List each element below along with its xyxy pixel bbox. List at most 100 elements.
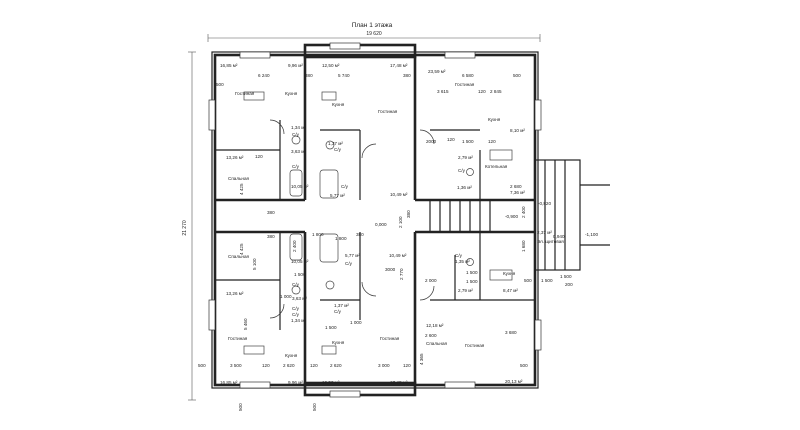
room-label: 9,96 м² <box>288 63 303 68</box>
dimension-label: 1 800 <box>335 236 347 241</box>
dimension-label: 1 500 <box>294 272 306 277</box>
dimension-label: 1 800 <box>312 232 324 237</box>
room-label: Спальная <box>228 254 250 259</box>
room-label: Кухня <box>503 271 516 276</box>
dimension-label: 6 240 <box>258 73 270 78</box>
windows <box>208 42 542 398</box>
dimension-label: 3 500 <box>230 363 242 368</box>
dimension-label: 3 680 <box>505 330 517 335</box>
room-label: 13,26 м² <box>226 291 244 296</box>
dimension-label: 4 365 <box>419 353 424 365</box>
room-label: Котельная <box>485 164 508 169</box>
room-label: С/у <box>292 312 300 317</box>
room-label: Кухня <box>285 353 298 358</box>
room-label: Спальная <box>228 176 250 181</box>
room-label: 9,96 м² <box>288 380 303 385</box>
room-label: 5,77 м² <box>330 193 345 198</box>
room-label: С/у <box>292 306 300 311</box>
room-label: Эл. щитовая <box>537 239 564 244</box>
dimension-label: 2000 <box>426 139 437 144</box>
room-label: 1,34 м² <box>291 318 306 323</box>
room-label: С/у <box>292 164 300 169</box>
room-label: С/у <box>292 132 300 137</box>
room-label: 8,10 м² <box>510 128 525 133</box>
room-label: 17,48 м² <box>390 63 408 68</box>
fixtures <box>243 91 513 355</box>
dimension-label: 2 845 <box>490 89 502 94</box>
room-label: С/у <box>345 261 353 266</box>
dimension-label: 380 <box>403 73 411 78</box>
room-label: 10,05 м² <box>291 184 309 189</box>
room-label: 16,85 м² <box>220 380 238 385</box>
overall-width-dimension: 19 620 <box>207 31 541 42</box>
dimension-label: 380 <box>406 210 411 218</box>
room-label: Кухня <box>285 91 298 96</box>
dimension-label: 500 <box>513 73 521 78</box>
dimension-label: 1 000 <box>350 320 362 325</box>
room-label: 10,49 м² <box>390 192 408 197</box>
dimension-label: 0,940 <box>553 234 565 239</box>
dimension-label: 380 <box>267 234 275 239</box>
dimension-label: 1 500 <box>466 279 478 284</box>
dimension-label: 3000 <box>385 267 396 272</box>
room-label: 3,63 м² <box>292 296 307 301</box>
dimension-label: 120 <box>478 89 486 94</box>
dimension-label: 2 770 <box>399 268 404 280</box>
dimension-label: 120 <box>488 139 496 144</box>
level-marks: 0,000 -0,900 -0,820 -1,100 <box>375 201 598 237</box>
room-label: С/у <box>458 168 466 173</box>
dimension-label: 1 680 <box>521 240 526 252</box>
room-label: 20,13 м² <box>505 379 523 384</box>
dimension-label: 2 400 <box>521 206 526 218</box>
room-label: Гостиная <box>228 336 248 341</box>
room-label: 1,36 м² <box>457 185 472 190</box>
dimension-label: 120 <box>310 363 318 368</box>
room-label: 5,77 м² <box>345 253 360 258</box>
outer-walls <box>211 43 539 397</box>
central-stair <box>429 199 491 233</box>
dimension-label: 2 680 <box>510 184 522 189</box>
room-label: 12,50 м² <box>322 380 340 385</box>
room-label: 1,34 м² <box>291 125 306 130</box>
dimension-label: 500 <box>312 403 317 411</box>
room-label: 2,79 м² <box>458 288 473 293</box>
dimension-label: 4 425 <box>239 243 244 255</box>
dimension-label: 1 500 <box>325 325 337 330</box>
dimension-label: 500 <box>238 403 243 411</box>
room-label: 12,50 м² <box>322 63 340 68</box>
room-label: 16,85 м² <box>220 63 238 68</box>
room-label: Гостиная <box>380 336 400 341</box>
room-label: С/у <box>455 253 463 258</box>
room-label: 1,35 м² <box>455 259 470 264</box>
room-label: 17,48 м² <box>390 380 408 385</box>
overall-height-dimension: 21 270 <box>182 51 196 401</box>
room-label: С/у <box>334 309 342 314</box>
room-label: С/у <box>334 147 342 152</box>
room-label: 3,63 м² <box>291 149 306 154</box>
dimension-label: 4 425 <box>239 183 244 195</box>
dimension-label: 500 <box>216 82 224 87</box>
dimension-label: 2 100 <box>398 216 403 228</box>
dimension-labels: 6 240 380 5 740 380 6 580 500 500 3 615 … <box>198 73 573 411</box>
dimension-label: 6 580 <box>462 73 474 78</box>
dimension-label: 120 <box>403 363 411 368</box>
overall-height-label: 21 270 <box>182 220 188 236</box>
room-label: Кухня <box>332 340 345 345</box>
level-mark: -0,820 <box>538 201 551 206</box>
dimension-label: 380 <box>305 73 313 78</box>
dimension-label: 380 <box>356 232 364 237</box>
dimension-label: 1 500 <box>541 278 553 283</box>
room-label: С/у <box>341 184 349 189</box>
overall-width-label: 19 620 <box>366 31 382 37</box>
room-label: С/у <box>292 282 300 287</box>
dimension-label: 1 500 <box>560 274 572 279</box>
room-label: Гостиная <box>465 343 485 348</box>
room-label: 12,18 м² <box>426 323 444 328</box>
room-label: 1,37 м² <box>334 303 349 308</box>
room-label: Кухня <box>332 102 345 107</box>
plan-title: План 1 этажа <box>352 22 393 29</box>
room-label: 23,59 м² <box>428 69 446 74</box>
dimension-label: 2 620 <box>283 363 295 368</box>
dimension-label: 1 500 <box>462 139 474 144</box>
dimension-label: 500 <box>524 278 532 283</box>
